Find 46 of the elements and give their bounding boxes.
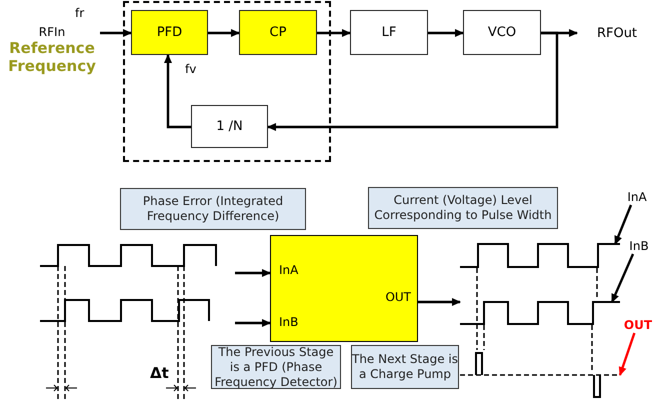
block-box: [463, 10, 541, 55]
arrow: [317, 29, 351, 37]
dimension-label: Δt: [150, 364, 169, 382]
block-label: CP: [270, 25, 286, 40]
callout-text: Current (Voltage) Level Corresponding to Pulse Width: [373, 193, 553, 223]
signal-label: OUT: [624, 318, 652, 332]
port-label: OUT: [385, 290, 411, 304]
leader-arrow: [610, 254, 634, 303]
leader-arrow: [618, 332, 636, 376]
leader-arrow: [614, 204, 632, 245]
callout-box: [368, 187, 558, 229]
callout-text: The Previous Stage is a PFD (Phase Frequency Detector): [214, 346, 338, 388]
detector-box: [270, 235, 418, 342]
waveform-drawing: [460, 243, 620, 268]
callout-box: [351, 345, 459, 389]
port-label: InA: [279, 263, 298, 277]
callout-text: Phase Error (Integrated Frequency Difference): [142, 194, 284, 224]
signal-label: InA: [627, 190, 647, 204]
arrow: [164, 54, 191, 128]
callout-box: [120, 188, 306, 230]
block-box: [131, 10, 208, 55]
arrow: [418, 298, 461, 306]
arrow: [235, 319, 271, 327]
port-label: InB: [279, 315, 298, 329]
waveform-drawing: [460, 352, 620, 398]
signal-label: Reference Frequency: [7, 39, 97, 75]
arrow: [428, 29, 464, 37]
waveform-drawing: [460, 301, 620, 325]
signal-label: InB: [629, 239, 649, 253]
block-box: [191, 105, 268, 148]
block-box: [239, 10, 317, 55]
callout-text: The Next Stage is a Charge Pump: [352, 352, 458, 382]
arrow: [267, 32, 558, 131]
edge-label: fr: [74, 6, 86, 20]
block-label: PFD: [156, 25, 182, 40]
block-label: RFOut: [596, 26, 638, 40]
block-box: [350, 10, 428, 55]
arrow: [235, 269, 271, 277]
block-label: VCO: [488, 25, 516, 40]
block-label: LF: [382, 25, 396, 40]
signal-name: RFIn: [38, 25, 66, 39]
block-label: 1 /N: [216, 119, 243, 134]
arrow: [100, 29, 132, 37]
dashed-group-box: [123, 1, 331, 162]
arrow: [208, 29, 240, 37]
edge-label: fv: [184, 62, 198, 76]
